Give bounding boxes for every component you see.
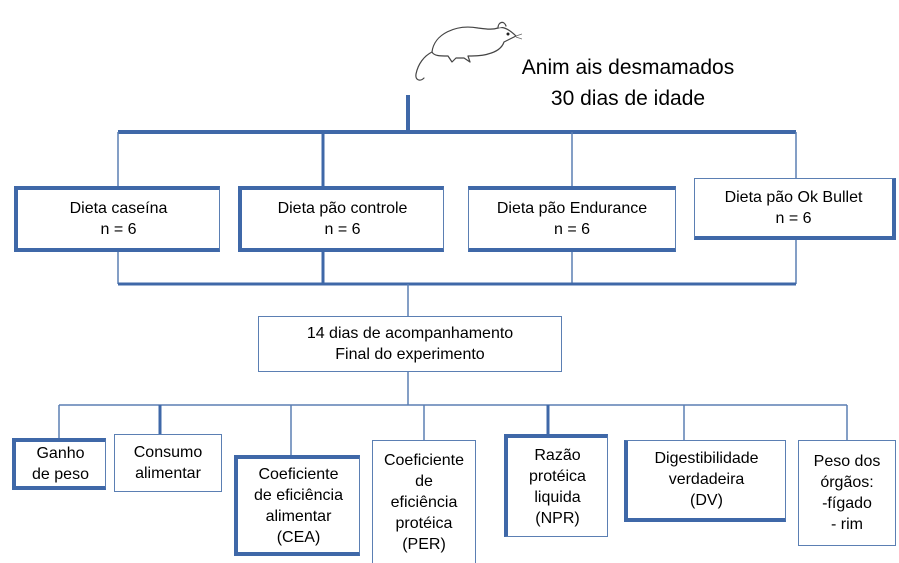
outcome-line: Coeficiente: [383, 451, 465, 469]
outcome-line: Coeficiente: [258, 465, 339, 483]
group-count: n = 6: [553, 221, 591, 238]
group-count: n = 6: [775, 209, 812, 227]
outcome-ganho-de-peso: Ganho de peso: [12, 438, 106, 490]
rat-icon: [415, 21, 522, 81]
outcome-dv: Digestibilidade verdadeira (DV): [624, 440, 786, 522]
header-line-1: Anim ais desmamados: [521, 56, 735, 79]
outcome-peso-orgaos: Peso dos órgãos: -fígado - rim: [798, 440, 896, 546]
outcome-line: (NPR): [535, 510, 580, 527]
group-label: Dieta pão Endurance: [496, 200, 648, 217]
outcome-cea: Coeficiente de eficiência alimentar (CEA…: [234, 455, 360, 556]
group-label: Dieta caseína: [69, 200, 168, 217]
outcome-line: Peso dos: [813, 453, 881, 470]
outcome-line: Razão: [534, 447, 581, 464]
outcome-line: alimentar: [135, 465, 201, 482]
group-count: n = 6: [324, 221, 361, 238]
group-count: n = 6: [100, 221, 137, 238]
header-title: Anim ais desmamados 30 dias de idade: [498, 52, 758, 114]
outcome-line: Consumo: [133, 444, 203, 461]
outcome-line: alimentar: [265, 507, 332, 525]
outcome-line: - rim: [831, 516, 863, 533]
outcome-line: liquida: [534, 489, 581, 506]
outcome-line: Ganho: [36, 445, 85, 462]
outcome-per: Coeficiente de eficiência protéica (PER): [372, 440, 476, 563]
follow-up-line-1: 14 dias de acompanhamento: [306, 325, 514, 342]
group-label: Dieta pão controle: [277, 200, 408, 217]
outcome-line: (CEA): [276, 528, 321, 546]
group-label: Dieta pão Ok Bullet: [724, 188, 863, 206]
outcome-line: órgãos:: [820, 474, 874, 491]
outcome-line: verdadeira: [668, 471, 745, 488]
outcome-line: de: [415, 472, 433, 490]
outcome-line: (PER): [402, 535, 446, 553]
outcome-consumo-alimentar: Consumo alimentar: [114, 434, 222, 492]
follow-up-box: 14 dias de acompanhamento Final do exper…: [258, 316, 562, 372]
outcome-npr: Razão protéica liquida (NPR): [504, 434, 608, 537]
outcome-line: protéica: [395, 514, 453, 532]
follow-up-line-2: Final do experimento: [335, 346, 485, 363]
outcome-line: de eficiência: [254, 486, 343, 504]
outcome-line: (DV): [690, 492, 723, 509]
outcome-line: -fígado: [822, 495, 872, 512]
group-box-pao-controle: Dieta pão controle n = 6: [238, 186, 444, 252]
outcome-line: Digestibilidade: [654, 450, 759, 467]
header-line-2: 30 dias de idade: [550, 87, 706, 110]
outcome-line: de peso: [32, 466, 89, 483]
outcome-line: protéica: [529, 468, 586, 485]
outcome-line: eficiência: [390, 493, 458, 511]
group-box-pao-ok-bullet: Dieta pão Ok Bullet n = 6: [694, 178, 896, 240]
group-box-pao-endurance: Dieta pão Endurance n = 6: [468, 186, 676, 252]
group-box-caseina: Dieta caseína n = 6: [14, 186, 220, 252]
